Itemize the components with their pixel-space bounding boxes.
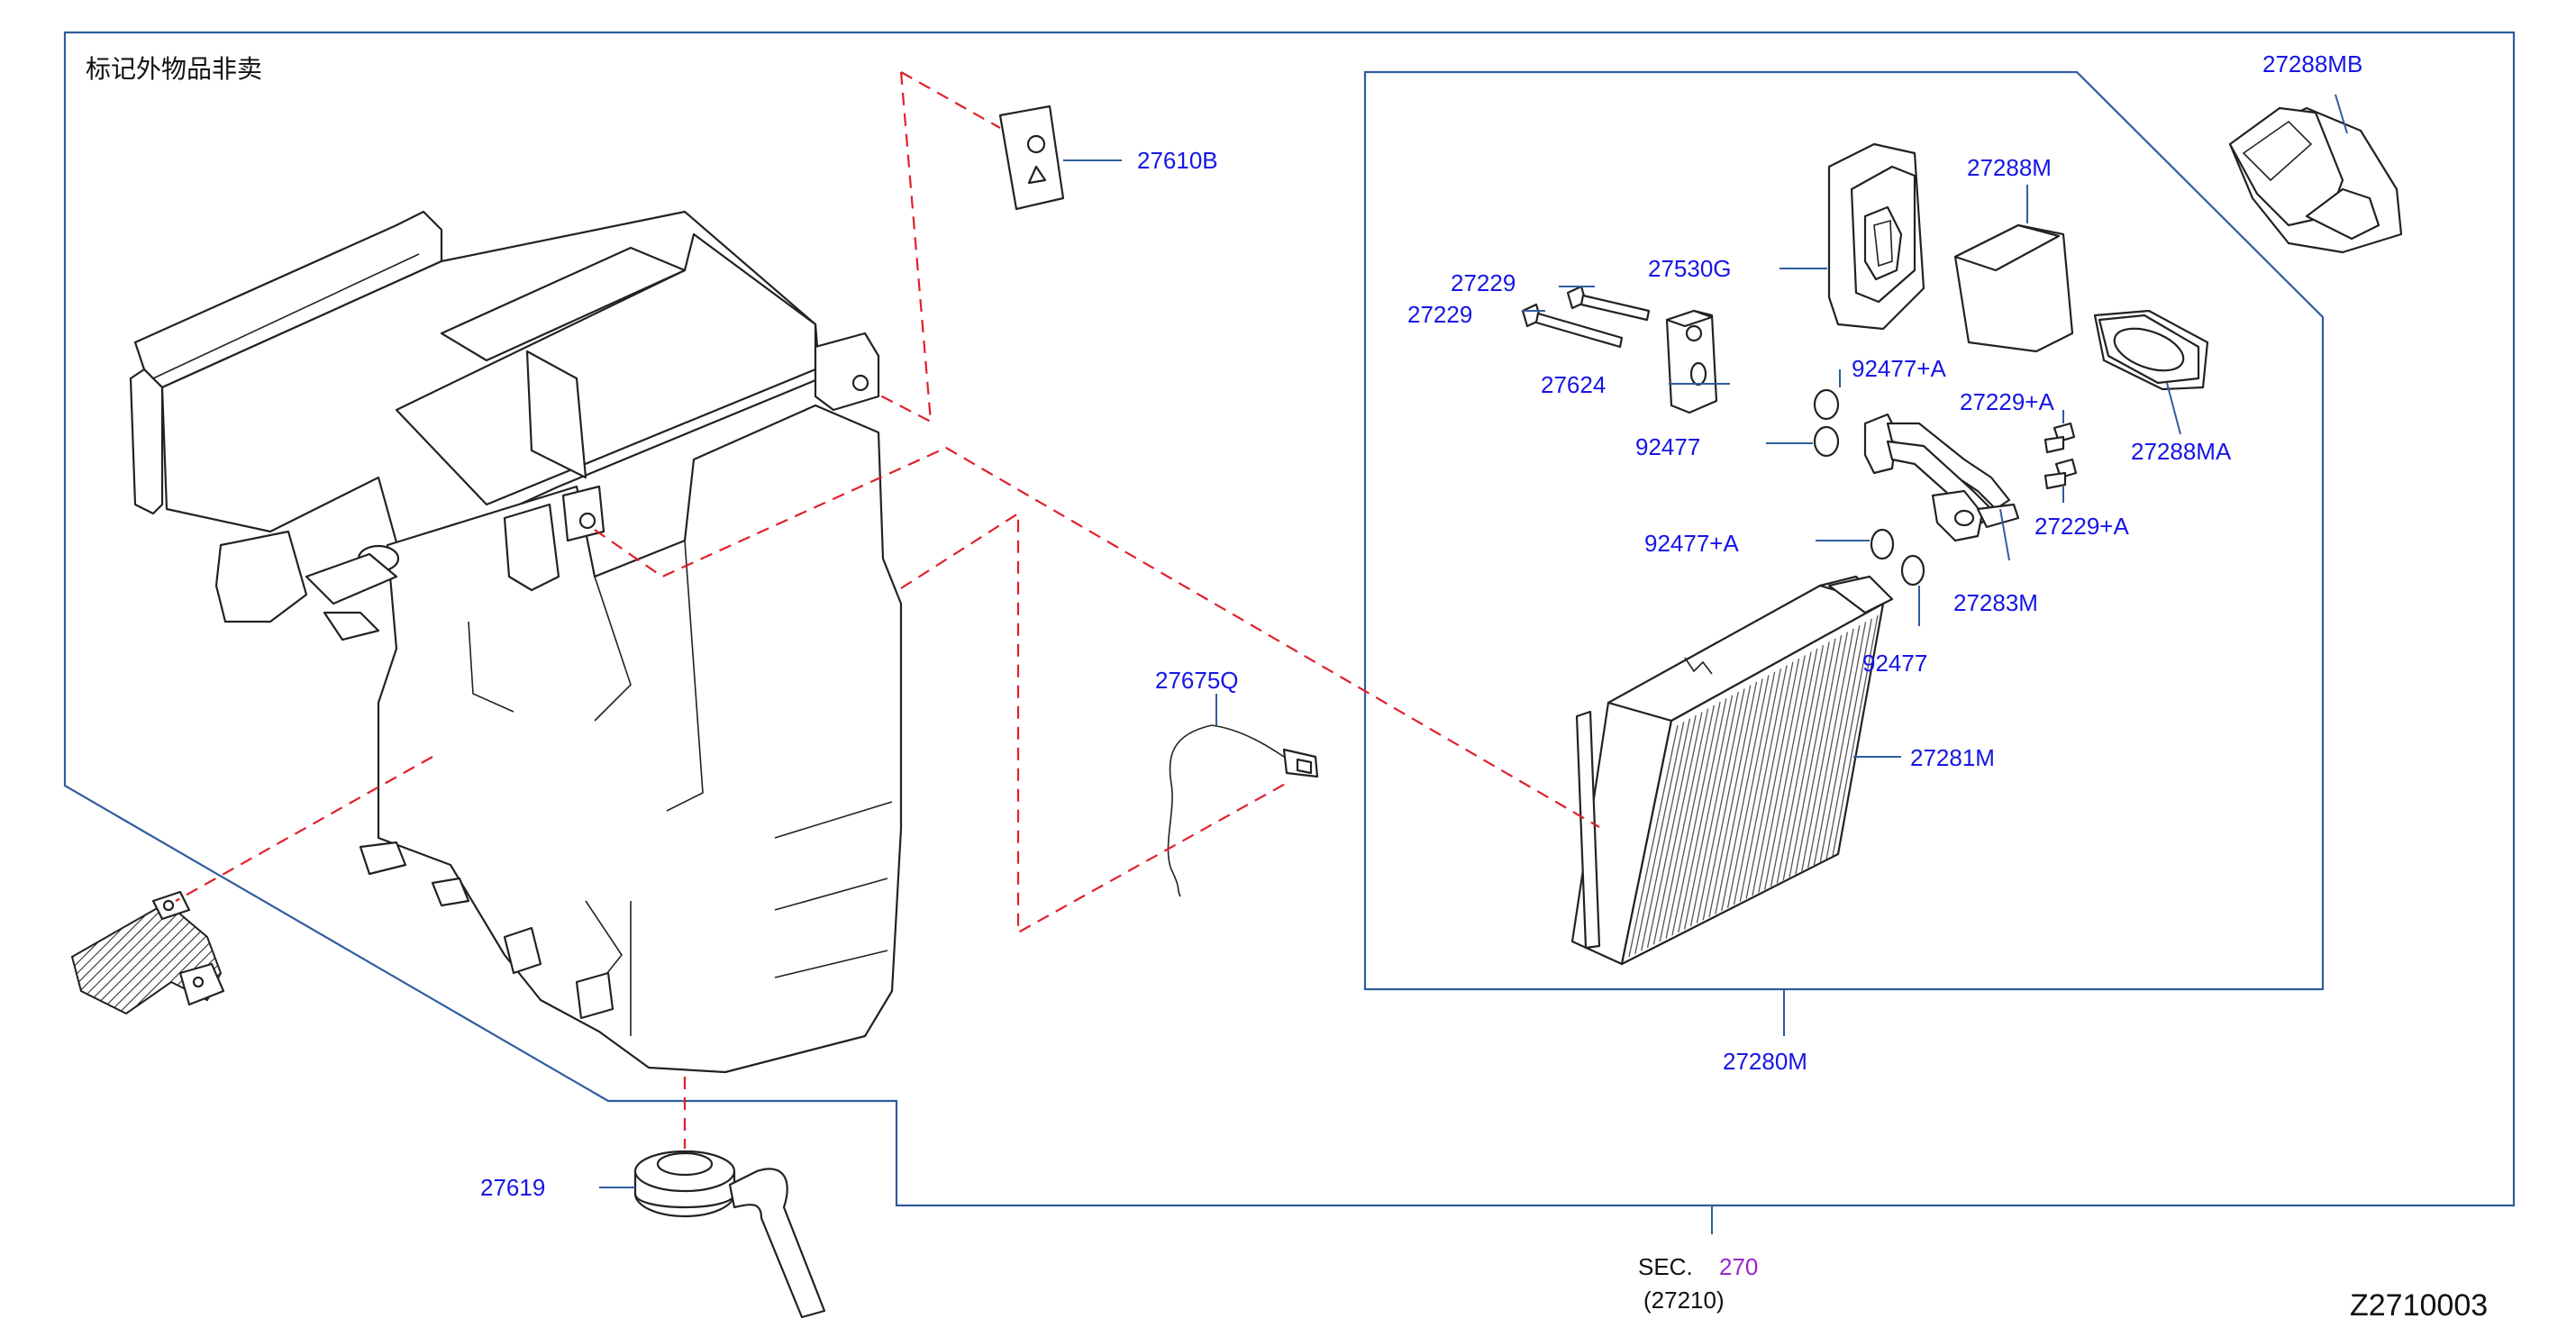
callout-92477a-lower: 92477+A [1644, 530, 1739, 557]
part-27229-bolts [1521, 285, 1651, 349]
part-27281m-evaporator-core [1570, 575, 1894, 966]
evaporator-fin [1832, 614, 1879, 857]
callout-27530g: 27530G [1648, 255, 1732, 282]
evaporator-fins [1628, 614, 1879, 958]
part-27675q-sensor [1167, 724, 1319, 897]
not-for-sale-note: 标记外物品非卖 [86, 54, 262, 84]
callout-27288m: 27288M [1967, 154, 2052, 181]
evaporator-fin [1683, 695, 1734, 930]
part-27288m-seal [1953, 223, 2074, 353]
heater-unit-assembly [129, 210, 903, 1074]
section-ref-prefix: SEC. [1638, 1253, 1693, 1280]
evaporator-fin [1652, 712, 1703, 945]
part-27288ma-ring [2093, 309, 2209, 391]
o-ring-upper-b [1813, 425, 1840, 458]
part-27624-expansion-valve [1665, 309, 1718, 414]
part-27619-drain-hose [633, 1150, 826, 1319]
evaporator-fin [1678, 698, 1727, 932]
hatched-bracket [70, 890, 225, 1015]
evaporator-fin [1807, 628, 1854, 869]
evaporator-fin [1665, 705, 1716, 939]
callout-92477a-upper: 92477+A [1852, 355, 1946, 382]
evaporator-fin [1634, 722, 1685, 954]
evaporator-fin [1628, 724, 1679, 958]
evaporator-fin [1770, 648, 1818, 887]
evaporator-fin [1696, 688, 1745, 923]
evaporator-fin [1825, 618, 1872, 860]
section-ref-sub: (27210) [1643, 1287, 1725, 1314]
evaporator-fin [1739, 665, 1788, 903]
part-27229a-bolts [2044, 422, 2078, 490]
callout-27624: 27624 [1541, 371, 1606, 398]
callout-27288mb: 27288MB [2262, 50, 2362, 77]
callout-27229a-lower: 27229+A [2034, 513, 2129, 540]
callout-92477-lower: 92477 [1862, 650, 1927, 677]
evaporator-fin [1745, 661, 1794, 899]
callout-27288ma: 27288MA [2131, 438, 2232, 465]
callout-27229-a: 27229 [1451, 269, 1516, 296]
drawing-code: Z2710003 [2350, 1288, 2488, 1323]
evaporator-fin [1801, 632, 1849, 872]
callout-27281m: 27281M [1910, 744, 1995, 771]
part-27530g-gasket [1827, 142, 1925, 331]
leader-lines [599, 94, 2348, 1234]
evaporator-fin [1752, 658, 1800, 896]
callout-27229-b: 27229 [1407, 301, 1472, 328]
evaporator-fin [1708, 681, 1758, 918]
o-ring-lower-b [1900, 554, 1925, 587]
evaporator-fin [1758, 655, 1806, 893]
part-27610b-clip [998, 105, 1065, 211]
evaporator-fin [1659, 708, 1709, 942]
assembly-lines [175, 71, 1600, 1149]
evaporator-fin [1715, 678, 1763, 914]
outer-frame [63, 31, 2516, 1207]
callout-27283m: 27283M [1953, 589, 2038, 616]
callout-27610b: 27610B [1137, 147, 1218, 174]
evaporator-fin [1726, 671, 1776, 908]
evaporator-fin [1721, 675, 1770, 912]
callout-27229a-upper: 27229+A [1960, 388, 2054, 415]
evaporator-fin [1795, 635, 1843, 875]
evaporator-fin [1789, 638, 1836, 878]
callout-92477-upper: 92477 [1635, 433, 1700, 460]
evaporator-frame [1363, 70, 2325, 991]
evaporator-fin [1646, 714, 1697, 948]
evaporator-fin [1782, 641, 1830, 881]
evaporator-fin [1641, 718, 1691, 951]
evaporator-fin [1689, 691, 1739, 927]
evaporator-fin [1733, 668, 1782, 905]
o-ring-lower-a [1870, 528, 1895, 560]
callout-27619: 27619 [480, 1174, 545, 1201]
evaporator-fin [1813, 624, 1861, 866]
callout-27675q: 27675Q [1155, 667, 1239, 694]
callout-27280m: 27280M [1723, 1048, 1807, 1075]
evaporator-fin [1671, 701, 1721, 936]
part-27283m-pipe [1863, 413, 2020, 542]
evaporator-fin [1776, 645, 1825, 884]
evaporator-fin [1702, 685, 1752, 921]
section-ref-number[interactable]: 270 [1719, 1253, 1758, 1280]
evaporator-fin [1764, 651, 1812, 890]
part-27288mb-seal [2228, 106, 2403, 254]
o-ring-upper-a [1813, 388, 1840, 421]
evaporator-fin [1819, 622, 1867, 862]
